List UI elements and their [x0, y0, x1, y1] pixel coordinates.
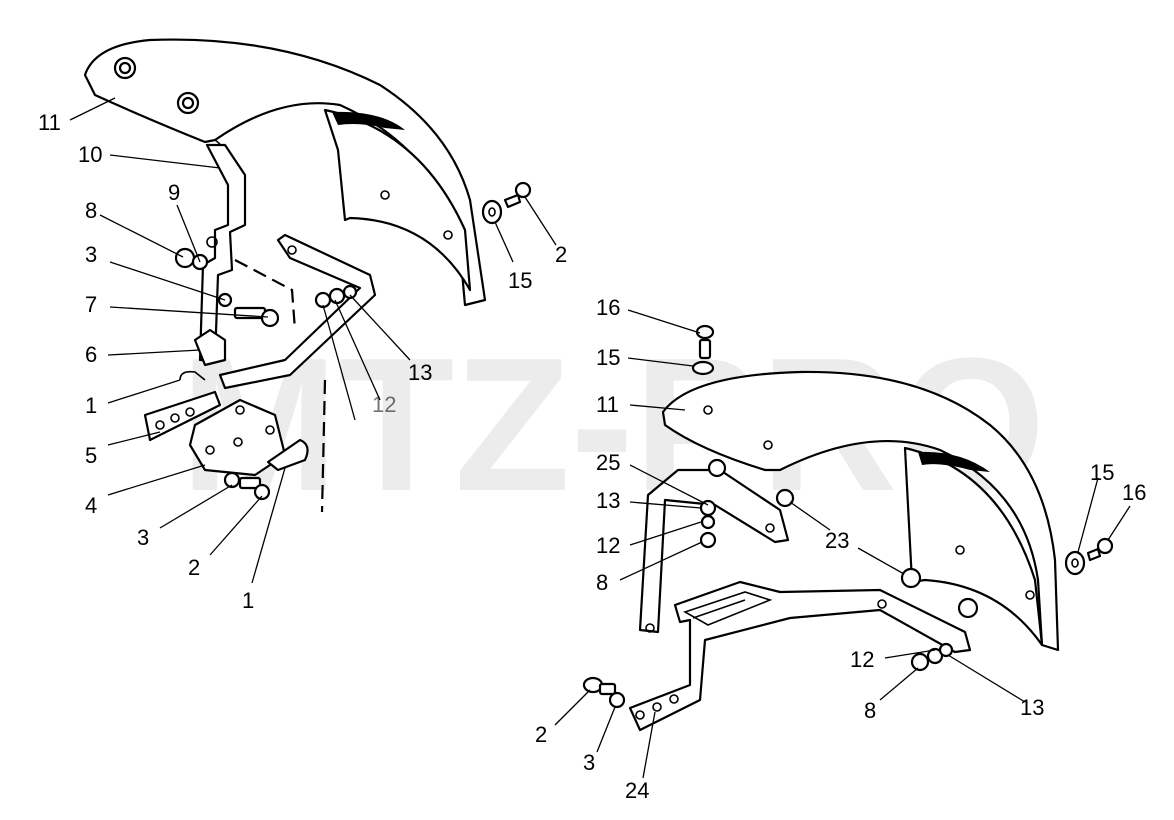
callout-label: 8 [596, 570, 608, 595]
callout-label: 11 [38, 110, 61, 135]
callout-label: 23 [825, 528, 849, 553]
callout-label: 11 [596, 392, 619, 417]
callout-label: 12 [850, 647, 874, 672]
callout-label: 15 [1090, 460, 1114, 485]
callout-label: 2 [555, 242, 567, 267]
callout-label: 13 [1020, 695, 1044, 720]
left-fender-side-panel [323, 108, 472, 292]
right-support-bar-24 [628, 580, 972, 732]
callout-labels: 11 10 9 8 3 7 6 1 5 4 3 2 1 15 2 13 12 1… [38, 110, 1146, 803]
callout-label: 1 [242, 588, 254, 613]
callout-label: 25 [596, 450, 620, 475]
callout-label: 8 [864, 698, 876, 723]
callout-label: 7 [85, 292, 97, 317]
callout-label: 16 [1122, 480, 1146, 505]
callout-label: 3 [137, 525, 149, 550]
callout-label: 2 [188, 555, 200, 580]
right-bracket-25 [638, 468, 790, 634]
callout-label: 3 [583, 750, 595, 775]
callout-label: 5 [85, 443, 97, 468]
callout-label: 12 [372, 392, 396, 417]
callout-label: 12 [596, 533, 620, 558]
callout-label: 13 [596, 488, 620, 513]
left-support-bar [218, 233, 377, 390]
callout-label: 6 [85, 342, 97, 367]
right-fender-shell [661, 370, 1060, 652]
callout-label: 10 [78, 142, 102, 167]
callout-label: 2 [535, 722, 547, 747]
callout-label: 1 [85, 393, 97, 418]
right-fender-assembly [582, 324, 1114, 732]
leader-lines [69, 97, 1131, 779]
callout-label: 4 [85, 493, 97, 518]
callout-label: 3 [85, 242, 97, 267]
callout-label: 8 [85, 198, 97, 223]
callout-label: 13 [408, 360, 432, 385]
callout-label: 15 [596, 345, 620, 370]
callout-label: 16 [596, 295, 620, 320]
callout-label: 9 [168, 180, 180, 205]
right-fender-side-panel [903, 446, 1044, 647]
left-plate-5 [143, 390, 222, 442]
callout-label: 24 [625, 778, 649, 803]
callout-label: 15 [508, 268, 532, 293]
left-fender-assembly [83, 38, 532, 513]
